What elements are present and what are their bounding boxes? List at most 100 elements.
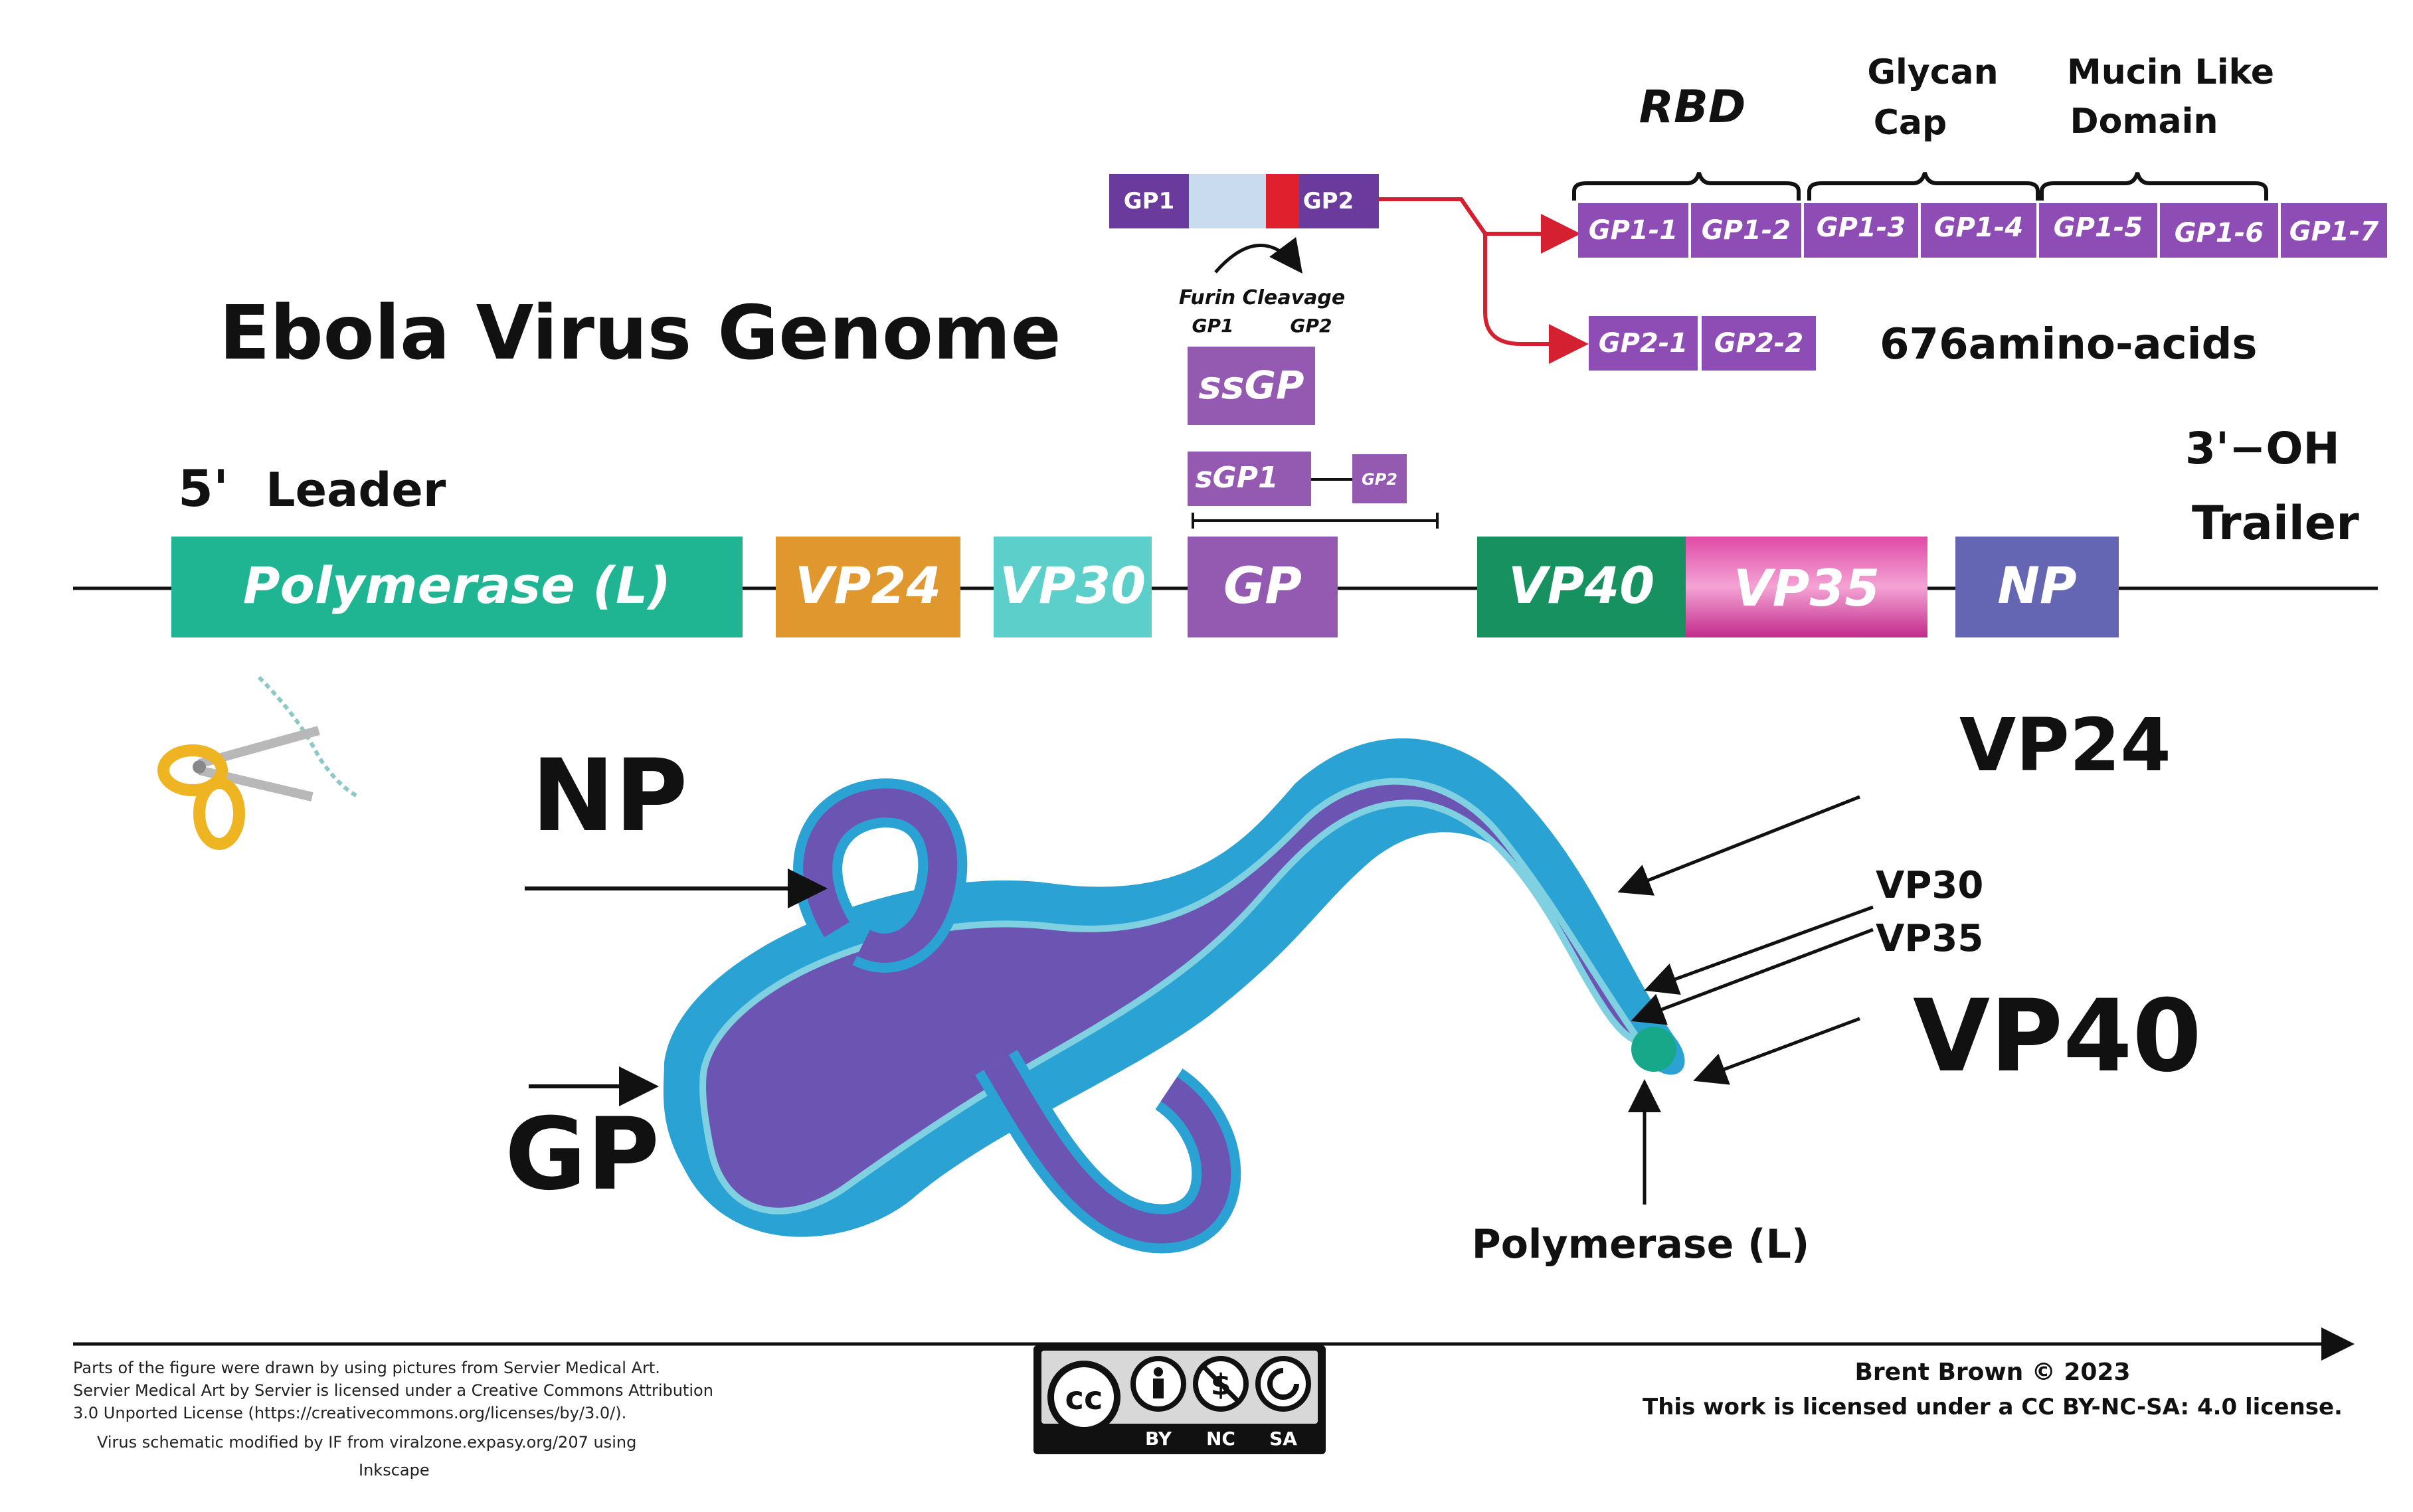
author-credit: Brent Brown © 2023 [1854,1359,2130,1386]
gene-block-vp30 [994,537,1152,637]
precursor-linker [1189,174,1266,228]
cc-badge-sa: SA [1269,1428,1297,1450]
gene-block-vp35 [1686,537,1927,637]
virion-label-polymerase: Polymerase (L) [1472,1221,1810,1268]
gp2-segment [1589,316,1698,371]
virion-illustration [663,738,1685,1254]
gene-gp: GP [1188,537,1338,637]
gene-label-vp24: VP24 [795,556,941,615]
gp1-segment [1921,203,2036,258]
virion-loop-upper-core [803,788,958,963]
gp1-segment-label: GP1-5 [2054,212,2143,243]
virion-label-gp: GP [505,1097,660,1213]
scissors-icon [157,675,360,850]
virion-loop-lower-core [984,1054,1231,1244]
gp1-segment-label: GP1-6 [2175,218,2264,248]
gene-block-vp24 [776,537,960,637]
gp1-segment [1578,203,1688,258]
gp1-segment-label: GP1-3 [1817,212,1906,243]
furin-gp2-label: GP2 [1291,315,1332,337]
gene-label-np: NP [1997,556,2076,615]
cc-license-badge: cc $ BY NC SA [1033,1345,1326,1454]
gene-label-gp: GP [1223,556,1302,615]
vp35-pointer-arrow [1631,928,1874,1025]
credit-line-1: Parts of the figure were drawn by using … [73,1359,660,1377]
mucin-domain-label-1: Mucin Like [2067,52,2274,92]
sgp2-label: GP2 [1362,470,1397,489]
gene-block-vp40 [1477,537,1686,637]
vp24-pointer-arrow [1617,795,1860,896]
gene-block-gp [1188,537,1338,637]
precursor-gp1-label: GP1 [1124,188,1174,214]
gp2-segment-label: GP2-1 [1599,328,1688,359]
red-arrow-to-gp1 [1379,197,1581,254]
furin-cleavage-arrow [1214,236,1302,274]
furin-cleavage-label: Furin Cleavage [1179,286,1345,309]
credit-line-4: Virus schematic modified by IF from vira… [97,1433,636,1452]
amino-acid-count: 676amino-acids [1880,320,2257,369]
trailer-label: Trailer [2192,496,2359,550]
precursor-cleavage-site [1266,174,1299,228]
gene-label-vp35: VP35 [1734,558,1880,618]
credit-line-5: Inkscape [359,1461,430,1479]
gene-polymerase: Polymerase (L) [171,537,743,637]
gp1-segment-label: GP1-4 [1934,212,2023,243]
mucin-domain-label-2: Domain [2070,102,2218,141]
virion-label-vp30: VP30 [1876,864,1983,907]
leader-label: Leader [266,463,446,517]
gp-span-bracket [1192,513,1439,529]
gene-vp40: VP40 [1477,537,1686,637]
precursor-gp2-label: GP2 [1303,188,1354,214]
sgp2-block [1352,454,1407,503]
gp-precursor: GP1 GP2 [1109,174,1379,228]
rbd-brace [1572,172,1801,201]
precursor-gp2-block [1299,174,1379,228]
gp1-segment [2039,203,2157,258]
gp2-segment-label: GP2-2 [1714,328,1803,359]
ssgp-label: ssGP [1198,363,1304,408]
gene-vp30: VP30 [994,537,1152,637]
virion-label-vp35: VP35 [1876,917,1983,960]
sgp1-label: sGP1 [1195,461,1278,495]
virion-label-vp40: VP40 [1913,979,2202,1094]
three-prime-label: 3'−OH [2185,423,2340,474]
ssgp-block [1188,347,1315,425]
glycan-cap-label-1: Glycan [1867,52,1998,92]
five-prime-label: 5' [178,459,228,518]
furin-gp1-label: GP1 [1192,315,1234,337]
red-arrow-to-gp2 [1459,198,1589,364]
mucin-domain-brace [2040,172,2268,201]
gene-label-vp30: VP30 [1000,556,1146,615]
gp1-segment [1691,203,1801,258]
sgp1-block [1188,452,1311,506]
gp1-segment [1804,203,1918,258]
gene-np: NP [1955,537,2119,637]
gene-label-vp40: VP40 [1508,556,1654,615]
cc-badge-by: BY [1145,1428,1172,1450]
gp1-segment-label: GP1-1 [1589,215,1678,246]
gp1-segment-row: GP1-1 GP1-2 GP1-3 GP1-4 GP1-5 GP1-6 GP1-… [1578,203,2387,258]
gp1-segment-label: GP1-7 [2289,216,2379,247]
gene-vp35: VP35 [1686,537,1927,637]
precursor-gp1-block [1109,174,1189,228]
gp1-segment [2160,203,2278,258]
license-text: This work is licensed under a CC BY-NC-S… [1643,1394,2343,1420]
glycan-cap-brace [1807,172,2040,201]
vp40-pointer-arrow [1693,1017,1860,1085]
svg-text:cc: cc [1065,1380,1103,1417]
gp1-segment-label: GP1-2 [1702,215,1791,246]
vp30-pointer-arrow [1644,905,1874,995]
credit-line-2: Servier Medical Art by Servier is licens… [73,1381,713,1400]
sa-icon [1255,1356,1311,1412]
cc-icon [1047,1361,1120,1434]
gp2-segment [1702,316,1816,371]
gene-block-np [1955,537,2119,637]
gene-block-polymerase [171,537,743,637]
virion-label-vp24: VP24 [1959,703,2171,788]
virion-polymerase-complex [1631,1027,1676,1072]
gp1-segment [2281,203,2387,258]
credit-line-3: 3.0 Unported License (https://creativeco… [73,1404,626,1422]
gene-label-polymerase: Polymerase (L) [243,556,671,615]
